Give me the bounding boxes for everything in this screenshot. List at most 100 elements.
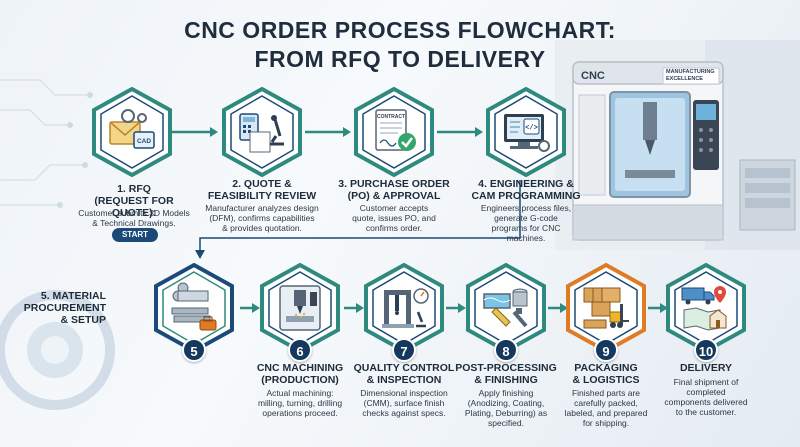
step-10-title-line1: DELIVERY [679,362,733,374]
step-6-desc-line1: Actual machining: [266,388,334,398]
step-9-number-badge: 9 [594,338,618,362]
step-10-hexagon: 10 [664,262,748,362]
step-4-description: Engineers process files, generate G-code… [470,203,582,243]
cnc-spindle-icon [279,285,321,331]
step-4-title-line2: CAM PROGRAMMING [471,190,581,202]
step-1-description: Customer submits 3D Models & Technical D… [60,208,208,228]
step-8-desc-line1: Apply finishing [478,388,534,398]
step-5-title-line1: 5. MATERIAL [40,290,106,302]
step-7-desc-line3: checks against specs. [362,408,446,418]
step-9-desc-line1: Finished parts are [571,388,641,398]
step-9-desc-line4: for shipping. [582,418,630,428]
material-stock-icon [171,282,217,331]
page-title: CNC ORDER PROCESS FLOWCHART: FROM RFQ TO… [150,16,650,74]
step-5-title-line3: & SETUP [60,314,106,326]
step-4-title-line1: 4. ENGINEERING & [478,178,574,190]
finishing-tank-icon [483,288,528,328]
step-2-desc-line1: Manufacturer analyzes design [205,203,319,213]
step-7-hexagon: 7 [362,262,446,362]
flow-arrow-7-8 [446,303,466,313]
step-7-desc-line2: (CMM), surface finish [363,398,445,408]
step-2-title-line1: 2. QUOTE & [232,178,292,190]
page-title-line1: CNC ORDER PROCESS FLOWCHART: [184,17,616,43]
step-5-hexagon: 5 [152,262,236,362]
step-5-title: 5. MATERIAL PROCUREMENT & SETUP [6,290,106,326]
step-9-desc-line2: carefully packed, [574,398,638,408]
step-1-desc-line1: Customer submits 3D Models [78,208,190,218]
step-8-number-badge: 8 [494,338,518,362]
step-10-desc-line2: completed [686,387,726,397]
background-circuit-lines [0,79,93,208]
svg-text:CONTRACT: CONTRACT [377,114,405,120]
step-1-title-line2: (REQUEST FOR QUOTE): [94,195,174,219]
step-9-title: PACKAGING & LOGISTICS [556,362,656,386]
step-4-hexagon: </> [484,86,568,178]
step-8-hexagon: 8 [464,262,548,362]
step-3-title: 3. PURCHASE ORDER (PO) & APPROVAL [330,178,458,202]
step-3-desc-line1: Customer accepts [359,203,429,213]
svg-text:CAD: CAD [137,138,151,145]
step-4-desc-line4: machines. [506,233,546,243]
step-6-desc-line3: operations proceed. [262,408,338,418]
step-6-title: CNC MACHINING (PRODUCTION) [246,362,354,386]
step-3-desc-line3: confirms order. [365,223,423,233]
step-9-title-line1: PACKAGING [574,362,638,374]
step-3-hexagon: CONTRACT [352,86,436,178]
background-gear-icon [0,290,115,410]
step-8-desc-line3: Plating, Deburring) as [464,408,548,418]
step-1-desc-line2: & Technical Drawings. [92,218,176,228]
step-6-description: Actual machining: milling, turning, dril… [242,388,358,418]
step-4-desc-line3: programs for CNC [491,223,561,233]
step-10-title: DELIVERY [656,362,756,374]
step-10-description: Final shipment of completed components d… [652,377,760,417]
flow-arrow-3-4 [437,127,483,137]
step-8-desc-line2: (Anodizing, Coating, [467,398,545,408]
step-5-number-badge: 5 [182,338,206,362]
step-2-hexagon [220,86,304,178]
machine-banner-line1: MANUFACTURING [666,69,715,75]
cmm-inspection-icon [382,288,429,328]
step-2-desc-line3: & provides quotation. [222,223,302,233]
step-8-title: POST-PROCESSING & FINISHING [450,362,562,386]
step-3-desc-line2: quote, issues PO, and [352,213,436,223]
step-1-title: 1. RFQ (REQUEST FOR QUOTE): [72,183,196,219]
step-9-description: Finished parts are carefully packed, lab… [552,388,660,428]
cnc-machine-illustration: CNC MANUFACTURING EXCELLENCE [555,40,800,250]
step-6-hexagon: 6 [258,262,342,362]
machine-brand-label: CNC [581,70,605,82]
step-7-title: QUALITY CONTROL & INSPECTION [348,362,460,386]
flow-arrow-4-5 [195,180,521,259]
page-title-line2: FROM RFQ TO DELIVERY [254,46,546,72]
step-9-hexagon: 9 [564,262,648,362]
step-3-title-line2: (PO) & APPROVAL [347,190,441,202]
step-10-desc-line3: components delivered [664,397,748,407]
boxes-forklift-icon [583,287,629,329]
step-4-title: 4. ENGINEERING & CAM PROGRAMMING [460,178,592,202]
flow-arrow-8-9 [548,303,568,313]
step-2-description: Manufacturer analyzes design (DFM), conf… [190,203,334,233]
machine-banner-line2: EXCELLENCE [666,76,703,82]
start-badge: START [112,228,158,242]
step-1-title-line1: 1. RFQ [117,183,151,195]
step-7-title-line1: QUALITY CONTROL [353,362,455,374]
step-4-desc-line1: Engineers process files, [480,203,572,213]
step-6-title-line2: (PRODUCTION) [261,374,339,386]
step-8-desc-line4: specified. [488,418,524,428]
calculator-microscope-icon [239,113,284,153]
step-9-desc-line3: labeled, and prepared [564,408,648,418]
step-2-title-line2: FEASIBILITY REVIEW [207,190,317,202]
flow-arrow-9-10 [648,303,668,313]
step-3-description: Customer accepts quote, issues PO, and c… [330,203,458,233]
step-2-desc-line2: (DFM), confirms capabilities [209,213,315,223]
step-7-number-badge: 7 [392,338,416,362]
step-6-number-badge: 6 [288,338,312,362]
step-10-desc-line1: Final shipment of [673,377,739,387]
step-2-title: 2. QUOTE & FEASIBILITY REVIEW [198,178,326,202]
step-5-title-line2: PROCUREMENT [23,302,106,314]
envelope-cad-icon: CAD [109,109,155,149]
step-9-title-line2: & LOGISTICS [572,374,640,386]
step-8-title-line1: POST-PROCESSING [455,362,557,374]
step-8-title-line2: & FINISHING [474,374,538,386]
flow-arrow-1-2 [172,127,218,137]
